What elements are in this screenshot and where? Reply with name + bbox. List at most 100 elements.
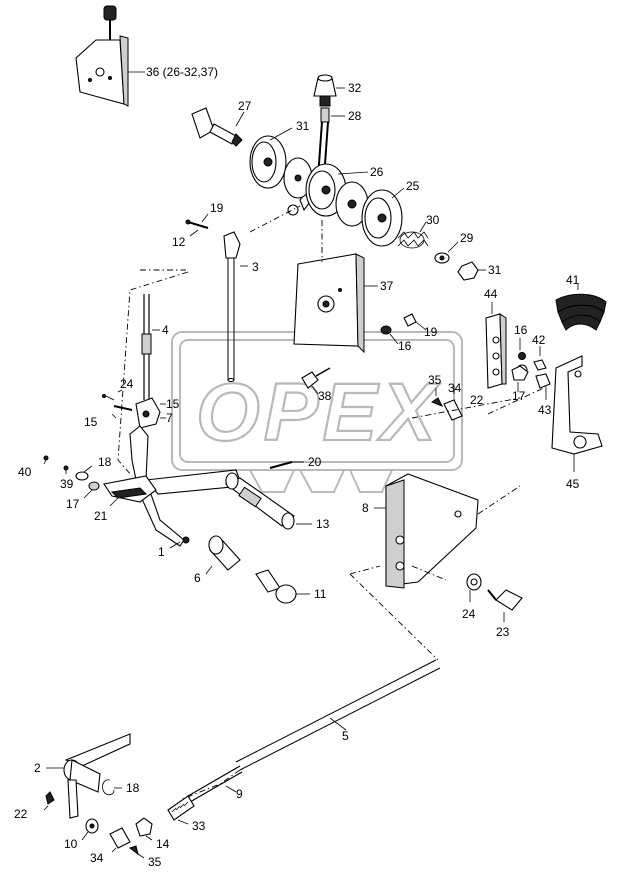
callout-32: 32 (348, 81, 362, 95)
callout-34b: 34 (90, 851, 104, 865)
callout-15a: 15 (166, 397, 180, 411)
callouts: 36 (26-32,37) 32 27 28 31 26 25 19 30 12… (14, 65, 580, 869)
callout-29: 29 (460, 231, 474, 245)
callout-8: 8 (362, 501, 369, 515)
callout-35a: 35 (428, 373, 442, 387)
threaded-rod-33 (167, 795, 195, 825)
nut-31b (457, 261, 486, 281)
clip-18b (102, 779, 122, 796)
washer-16a (380, 325, 399, 345)
callout-7: 7 (166, 411, 173, 425)
callout-31b: 31 (488, 263, 502, 277)
callout-15b: 15 (84, 415, 98, 429)
bolt-19b (403, 313, 427, 331)
callout-6: 6 (194, 571, 201, 585)
pin-15-24 (102, 389, 166, 419)
callout-2: 2 (34, 761, 41, 775)
bolt-43 (535, 373, 551, 400)
lever-2 (46, 733, 131, 819)
pin-34b (109, 827, 131, 853)
bolt-23 (487, 589, 523, 622)
callout-45: 45 (566, 477, 580, 491)
callout-4: 4 (162, 323, 169, 337)
callout-19b: 19 (424, 325, 438, 339)
callout-42: 42 (532, 333, 546, 347)
callout-21: 21 (94, 509, 108, 523)
callout-33: 33 (192, 819, 206, 833)
nut-17b (83, 481, 100, 499)
bolt-11 (255, 569, 310, 604)
callout-18a: 18 (98, 455, 112, 469)
callout-41: 41 (566, 273, 580, 287)
bolt-22b (43, 791, 55, 811)
centerlines (117, 205, 549, 801)
pin-12-19 (185, 213, 209, 237)
pin-20 (269, 461, 304, 469)
bolt-27 (191, 107, 245, 147)
callout-43: 43 (538, 403, 552, 417)
bolt-40 (43, 455, 49, 465)
callout-40: 40 (18, 465, 32, 479)
callout-23: 23 (496, 625, 510, 639)
bolt-42 (533, 346, 547, 371)
callout-39: 39 (60, 477, 74, 491)
spring-41 (555, 284, 607, 331)
bracket-8 (374, 473, 479, 589)
callout-36: 36 (26-32,37) (146, 65, 218, 79)
washer-24b (466, 573, 482, 602)
knob-32 (313, 74, 345, 107)
pin-35a (430, 388, 444, 407)
callout-16b: 16 (514, 323, 528, 337)
bracket-44 (485, 302, 507, 389)
callout-1: 1 (158, 545, 165, 559)
shaft-13 (224, 472, 312, 530)
lever-assembly-36 (75, 5, 145, 107)
callout-17b: 17 (66, 497, 80, 511)
bracket-21 (103, 475, 157, 507)
callout-13: 13 (316, 517, 330, 531)
callout-27: 27 (238, 99, 252, 113)
callout-14: 14 (156, 837, 170, 851)
callout-22a: 22 (470, 393, 484, 407)
bushing-6 (205, 535, 241, 575)
bolt-38 (301, 367, 331, 395)
callout-28: 28 (348, 109, 362, 123)
callout-19a: 19 (210, 201, 224, 215)
callout-3: 3 (252, 260, 259, 274)
spring-30 (397, 221, 429, 249)
callout-31a: 31 (296, 119, 310, 133)
callout-5: 5 (342, 729, 349, 743)
plate-37 (293, 253, 378, 354)
nut-17 (511, 365, 529, 392)
rod-3 (223, 231, 248, 383)
rod-5 (235, 659, 441, 771)
callout-12: 12 (172, 235, 186, 249)
clevis-7 (135, 397, 166, 429)
disc-31 (249, 127, 293, 189)
callout-20: 20 (308, 455, 322, 469)
callout-10: 10 (64, 837, 78, 851)
rod-9 (187, 765, 243, 803)
nut-18a (75, 465, 93, 481)
washer-10 (81, 818, 99, 841)
callout-24a: 24 (120, 377, 134, 391)
callout-38: 38 (318, 389, 332, 403)
callout-30: 30 (426, 213, 440, 227)
callout-11: 11 (314, 587, 327, 601)
nut-14 (135, 817, 153, 841)
washer-29 (434, 241, 459, 264)
callout-34a: 34 (448, 381, 462, 395)
rod-4 (141, 294, 160, 400)
callout-22b: 22 (14, 807, 28, 821)
callout-35b: 35 (148, 855, 162, 869)
callout-26: 26 (370, 165, 384, 179)
bracket-45 (551, 355, 603, 472)
pin-35b (128, 845, 145, 859)
callout-16a: 16 (398, 339, 412, 353)
callout-44: 44 (484, 287, 498, 301)
disc-25 (335, 181, 405, 247)
callout-9: 9 (236, 787, 243, 801)
washer-39 (63, 465, 69, 474)
callout-37: 37 (380, 279, 394, 293)
